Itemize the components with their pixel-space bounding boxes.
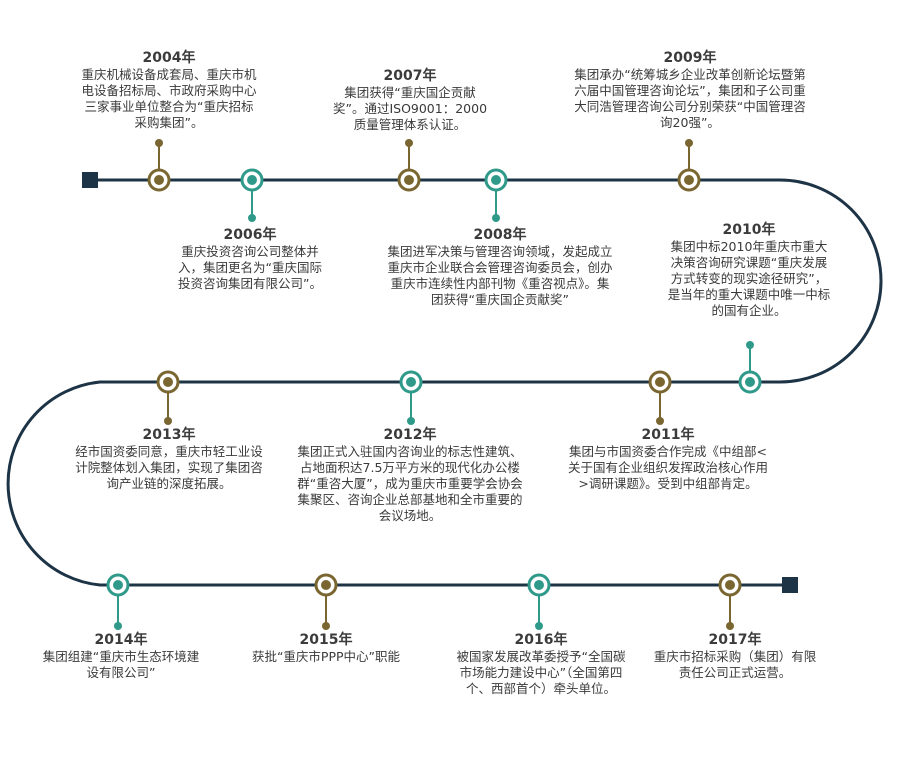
timeline-path [6,178,883,587]
node-stem-dot [746,341,754,349]
node-2016 [527,573,551,630]
event-year: 2014年 [94,632,148,648]
event-year: 2015年 [299,632,353,648]
node-core [247,175,257,185]
event-description: 被国家发展改革委授予“全国碳市场能力建设中心”（全国第四个、西部首个）牵头单位。 [456,649,626,696]
node-stem-dot [726,622,734,630]
event-2007: 2007年 集团获得“重庆国企贡献奖”。通过ISO9001：2000质量管理体系… [330,68,490,133]
node-core [113,580,123,590]
event-description: 经市国资委同意，重庆市轻工业设计院整体划入集团，实现了集团咨询产业链的深度拓展。 [75,444,263,491]
node-stem-dot [322,622,330,630]
event-2016: 2016年 被国家发展改革委授予“全国碳市场能力建设中心”（全国第四个、西部首个… [456,632,626,697]
node-stem-dot [114,622,122,630]
event-description: 重庆投资咨询公司整体并入，集团更名为“重庆国际投资咨询集团有限公司”。 [178,244,322,291]
event-description: 集团获得“重庆国企贡献奖”。通过ISO9001：2000质量管理体系认证。 [332,85,488,132]
event-description: 重庆市招标采购（集团）有限责任公司正式运营。 [653,649,817,680]
node-stem-dot [248,214,256,222]
node-2008 [484,168,508,222]
event-description: 获批“重庆市PPP中心”职能 [251,649,401,664]
node-core [404,175,414,185]
node-stem-dot [492,214,500,222]
node-2009 [677,139,701,192]
node-2012 [399,370,423,425]
node-core [534,580,544,590]
node-core [655,377,665,387]
node-core [321,580,331,590]
node-2007 [397,139,421,192]
event-2014: 2014年 集团组建“重庆市生态环境建设有限公司” [38,632,204,681]
event-2004: 2004年 重庆机械设备成套局、重庆市机电设备招标局、市政府采购中心三家事业单位… [80,50,258,131]
node-2011 [648,370,672,425]
node-2006 [240,168,264,222]
timeline-start-marker [82,172,98,188]
node-core [163,377,173,387]
event-description: 集团与市国资委合作完成《中组部<关于国有企业组织发挥政治核心作用>调研课题》。受… [567,444,768,491]
event-2008: 2008年 集团进军决策与管理咨询领域，发起成立重庆市企业联合会管理咨询委员会，… [386,227,614,308]
node-core [154,175,164,185]
event-description: 集团承办“统筹城乡企业改革创新论坛暨第六届中国管理咨询论坛”，集团和子公司重大同… [574,67,806,130]
event-description: 集团中标2010年重庆市重大决策咨询研究课题“重庆发展方式转变的现实途径研究”，… [667,239,831,318]
node-2010 [738,341,762,394]
event-year: 2011年 [641,427,695,443]
node-stem-dot [656,417,664,425]
timeline-end-marker [782,577,798,593]
event-year: 2007年 [383,68,437,84]
event-description: 集团正式入驻国内咨询业的标志性建筑、占地面积达7.5万平方米的现代化办公楼群“重… [297,444,523,523]
event-year: 2004年 [142,50,196,66]
event-description: 集团进军决策与管理咨询领域，发起成立重庆市企业联合会管理咨询委员会，创办重庆市连… [387,244,613,307]
node-core [491,175,501,185]
event-year: 2008年 [473,227,527,243]
node-stem-dot [535,622,543,630]
event-2010: 2010年 集团中标2010年重庆市重大决策咨询研究课题“重庆发展方式转变的现实… [666,222,832,319]
event-2012: 2012年 集团正式入驻国内咨询业的标志性建筑、占地面积达7.5万平方米的现代化… [294,427,526,524]
node-2017 [718,573,742,630]
event-year: 2016年 [514,632,568,648]
node-core [406,377,416,387]
node-core [684,175,694,185]
node-core [745,377,755,387]
event-2013: 2013年 经市国资委同意，重庆市轻工业设计院整体划入集团，实现了集团咨询产业链… [74,427,264,492]
node-2004 [147,139,171,192]
event-2015: 2015年 获批“重庆市PPP中心”职能 [230,632,422,665]
node-2014 [106,573,130,630]
event-2009: 2009年 集团承办“统筹城乡企业改革创新论坛暨第六届中国管理咨询论坛”，集团和… [574,50,806,131]
node-stem-dot [405,139,413,147]
event-description: 集团组建“重庆市生态环境建设有限公司” [42,649,200,680]
node-stem-dot [407,417,415,425]
event-2017: 2017年 重庆市招标采购（集团）有限责任公司正式运营。 [650,632,820,681]
node-2013 [156,370,180,425]
node-2015 [314,573,338,630]
event-description: 重庆机械设备成套局、重庆市机电设备招标局、市政府采购中心三家事业单位整合为“重庆… [81,67,257,130]
event-2006: 2006年 重庆投资咨询公司整体并入，集团更名为“重庆国际投资咨询集团有限公司”… [172,227,328,292]
event-year: 2013年 [142,427,196,443]
event-2011: 2011年 集团与市国资委合作完成《中组部<关于国有企业组织发挥政治核心作用>调… [566,427,770,492]
event-year: 2010年 [722,222,776,238]
event-year: 2012年 [383,427,437,443]
node-stem-dot [685,139,693,147]
event-year: 2006年 [223,227,277,243]
node-core [725,580,735,590]
node-stem-dot [164,417,172,425]
node-stem-dot [155,139,163,147]
event-year: 2009年 [663,50,717,66]
event-year: 2017年 [708,632,762,648]
